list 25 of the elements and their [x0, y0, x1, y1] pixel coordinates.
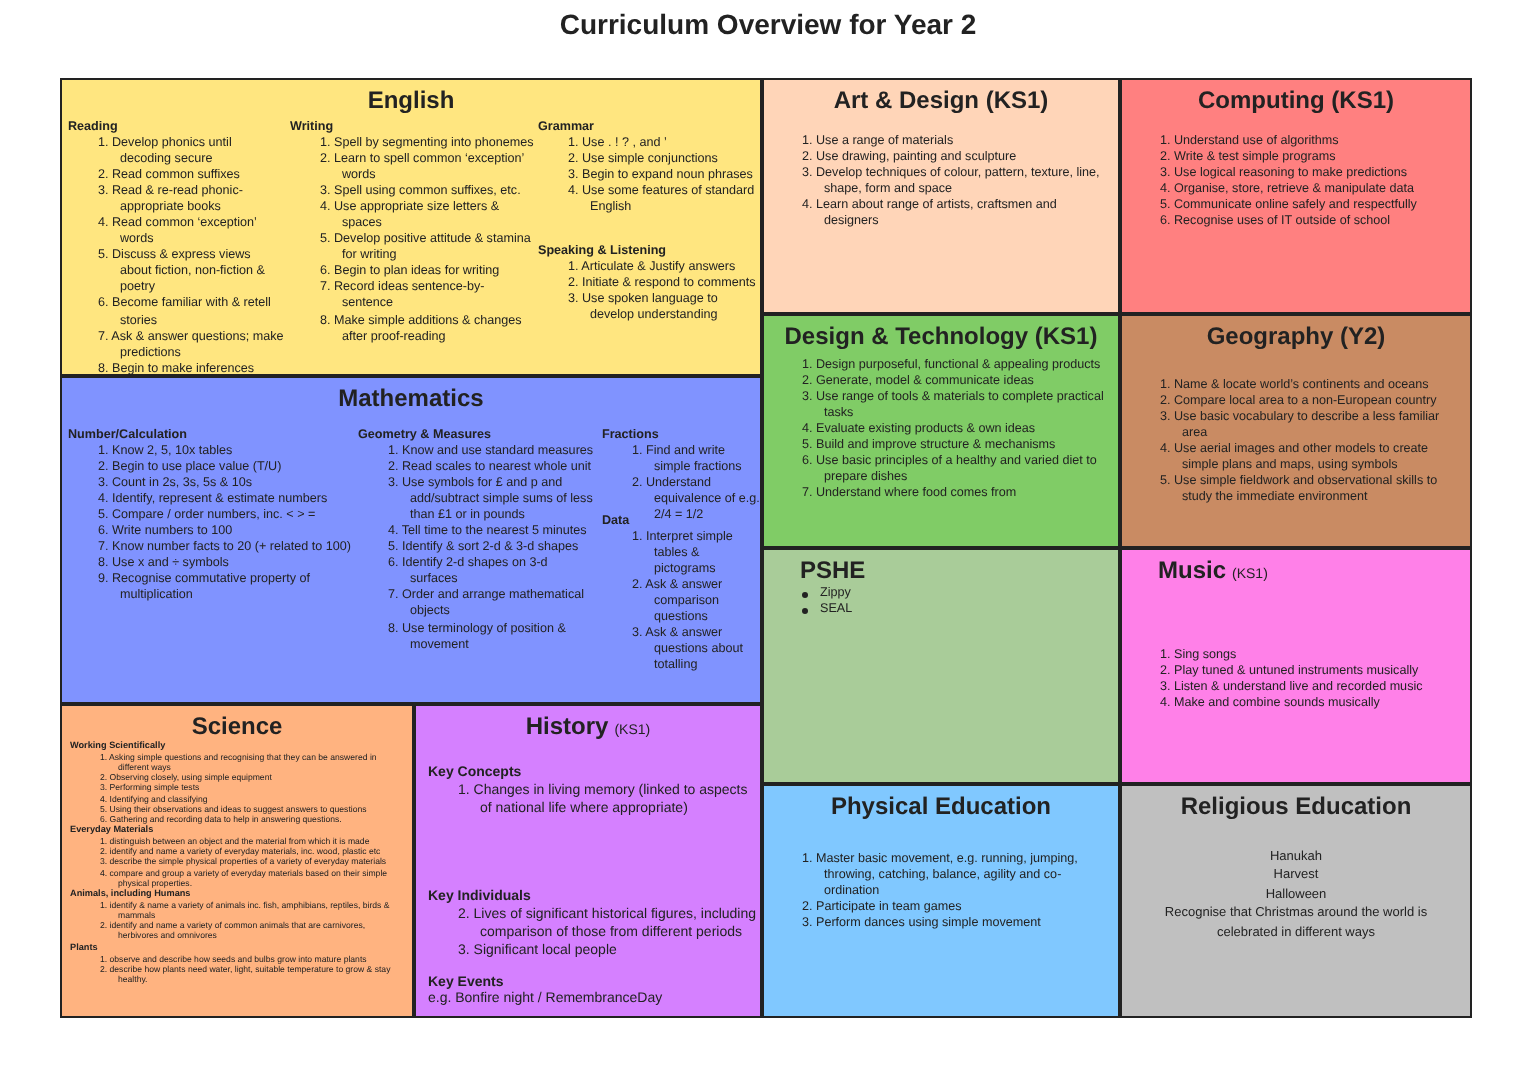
puzzle-piece: [762, 784, 1120, 1018]
puzzle-piece: [1120, 784, 1472, 1018]
puzzle-piece: [1120, 314, 1472, 548]
puzzle-piece: [762, 314, 1120, 548]
subject-heading: History: [525, 712, 609, 740]
puzzle-piece: [762, 78, 1120, 314]
puzzle-piece: [60, 78, 762, 376]
puzzle-piece: [1120, 548, 1472, 784]
subject-heading: Computing (KS1): [1198, 86, 1394, 114]
subject-heading: Science: [191, 712, 283, 740]
page-title: Curriculum Overview for Year 2: [557, 8, 979, 40]
subject-heading: Physical Education: [830, 792, 1052, 820]
subject-heading: Design & Technology (KS1): [784, 322, 1098, 350]
puzzle-piece: [1120, 78, 1472, 314]
puzzle-piece: [60, 376, 762, 704]
subject-heading: Geography (Y2): [1206, 322, 1386, 350]
subject-heading: Art & Design (KS1): [833, 86, 1049, 114]
subject-heading: English: [367, 86, 455, 114]
puzzle-piece: [60, 704, 414, 1018]
subject-heading: Mathematics: [338, 384, 484, 412]
subject-heading: PSHE: [800, 556, 866, 584]
subject-heading: Religious Education: [1180, 792, 1412, 820]
subject-heading: Music: [1158, 556, 1227, 584]
puzzle-piece: [414, 704, 762, 1018]
puzzle-piece: [762, 548, 1120, 784]
